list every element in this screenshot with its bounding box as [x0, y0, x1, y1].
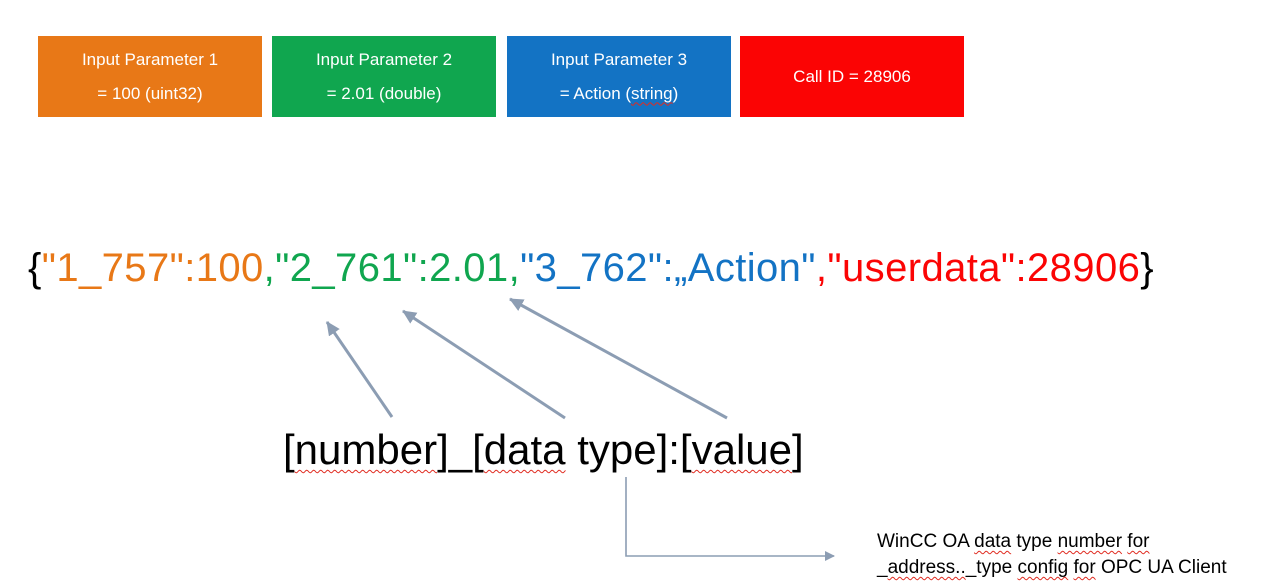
call-id-label: Call ID = 28906 [793, 66, 911, 86]
pattern-part-0: [ [283, 426, 295, 473]
note-l1-p0: WinCC OA [877, 531, 975, 552]
note-l2-p6: OPC UA Client [1095, 557, 1227, 578]
json-brace-close: } [1140, 246, 1155, 290]
param-box-2-title: Input Parameter 2 [315, 49, 453, 69]
note-text: WinCC OA data type number for _address..… [877, 529, 1227, 581]
pattern-part-number: number [294, 426, 438, 473]
param-box-3-value-post: ) [672, 83, 679, 103]
arrow-to-key2-icon [402, 309, 566, 420]
pattern-part-6: ] [792, 426, 804, 473]
param-box-1: Input Parameter 1 = 100 (uint32) [38, 36, 262, 117]
arrow-to-key1-icon [325, 321, 394, 418]
call-id-box: Call ID = 28906 [740, 36, 964, 117]
json-segment-param3: "3_762":„Action" [520, 246, 816, 290]
json-brace-open: { [28, 246, 42, 290]
note-l1-p2: type [1011, 531, 1058, 552]
param-box-1-value: = 100 (uint32) [97, 83, 203, 103]
note-l1-p3: number [1057, 531, 1123, 552]
note-line-1: WinCC OA data type number for [877, 529, 1227, 555]
param-box-3-value-pre: = Action ( [559, 83, 632, 103]
note-l2-p0: _ [877, 557, 888, 578]
pattern-label: [number]_[data type]:[value] [283, 426, 804, 474]
note-l1-p1: data [974, 531, 1012, 552]
pattern-part-2: ]_[ [437, 426, 484, 473]
note-l2-p2: _type [965, 557, 1018, 578]
json-segment-param1: "1_757":100 [41, 246, 264, 290]
note-l2-p1: address.. [887, 557, 966, 578]
elbow-connector-to-note-icon [625, 477, 835, 561]
json-segment-userdata: ,"userdata":28906 [815, 246, 1141, 290]
param-box-3-value: = Action (string) [560, 77, 679, 111]
pattern-part-data: data [483, 426, 566, 473]
param-box-1-title: Input Parameter 1 [81, 49, 219, 69]
note-l2-p3: config [1017, 557, 1069, 578]
note-line-2: _address.._type config for OPC UA Client [877, 555, 1227, 581]
param-box-2: Input Parameter 2 = 2.01 (double) [272, 36, 496, 117]
param-box-3-value-word: string [631, 83, 673, 103]
param-box-2-value: = 2.01 (double) [326, 83, 442, 103]
note-l2-p5: for [1073, 557, 1096, 578]
arrow-to-key3-icon [509, 297, 728, 420]
pattern-part-value: value [691, 426, 792, 473]
pattern-part-4: type]:[ [565, 426, 692, 473]
param-box-3: Input Parameter 3 = Action (string) [507, 36, 731, 117]
json-payload-text: {"1_757":100,"2_761":2.01,"3_762":„Actio… [28, 246, 1154, 291]
note-l1-p5: for [1127, 531, 1150, 552]
json-segment-param2: ,"2_761":2.01, [263, 246, 521, 290]
param-box-3-title: Input Parameter 3 [550, 49, 688, 69]
